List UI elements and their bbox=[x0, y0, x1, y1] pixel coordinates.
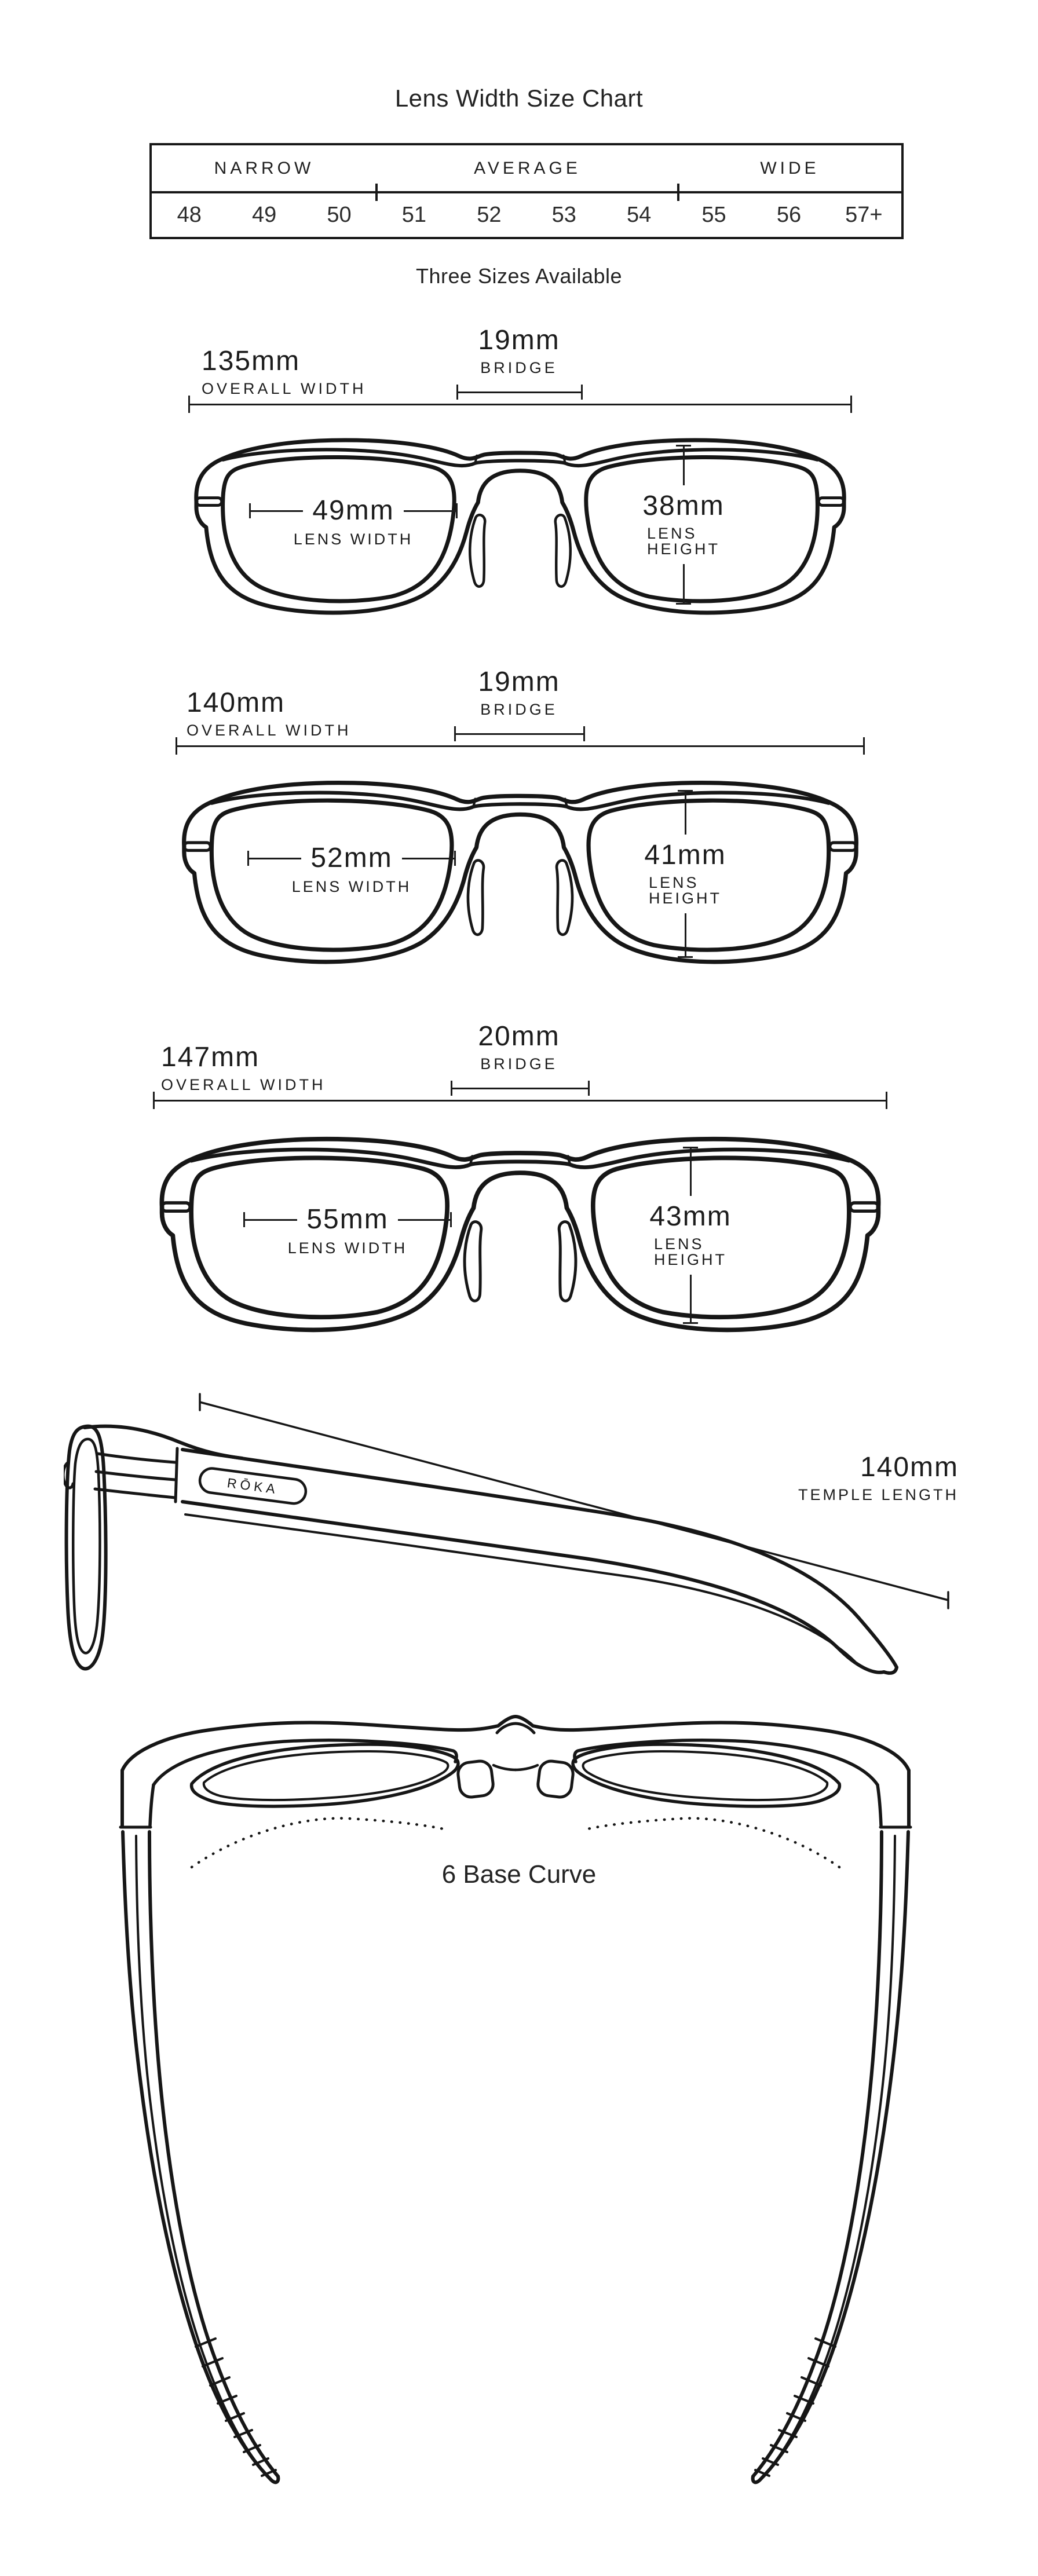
bridge-label: BRIDGE bbox=[480, 1055, 558, 1073]
bridge-label: BRIDGE bbox=[480, 359, 558, 376]
size-value: 48 bbox=[177, 203, 202, 227]
bridge-measure-line bbox=[454, 726, 585, 741]
side-lens-outline bbox=[64, 1424, 108, 1671]
frame-diagram-small: 19mm BRIDGE 135mm OVERALL WIDTH 49mm LEN… bbox=[0, 306, 1038, 642]
frame-diagram-medium: 19mm BRIDGE 140mm OVERALL WIDTH 52mm LEN… bbox=[0, 647, 1038, 983]
lens-height-measurement: 41mm LENS HEIGHT bbox=[644, 790, 725, 958]
bridge-measurement: 19mm BRIDGE bbox=[0, 327, 1038, 376]
lens-height-label: LENS HEIGHT bbox=[647, 525, 721, 558]
chart-boundary-tick bbox=[677, 184, 679, 201]
temple-length-label: TEMPLE LENGTH bbox=[798, 1486, 959, 1503]
page-subtitle: Three Sizes Available bbox=[415, 264, 623, 288]
glasses-top-view bbox=[98, 1697, 933, 2531]
overall-width-measurement: 147mm OVERALL WIDTH bbox=[161, 1044, 326, 1093]
bridge-measurement: 20mm BRIDGE bbox=[0, 1023, 1038, 1072]
overall-width-value: 135mm bbox=[202, 346, 301, 376]
lens-width-measurement: 49mm LENS WIDTH bbox=[249, 497, 458, 547]
overall-width-measure-line bbox=[153, 1092, 887, 1109]
lens-width-label: LENS WIDTH bbox=[291, 878, 412, 895]
size-value: 57+ bbox=[845, 203, 883, 227]
overall-width-measurement: 135mm OVERALL WIDTH bbox=[202, 347, 367, 397]
size-value: 52 bbox=[477, 203, 502, 227]
size-value: 56 bbox=[776, 203, 802, 227]
temple-length-measure-line bbox=[199, 1393, 949, 1609]
lens-width-size-chart: NARROW AVERAGE WIDE 48 49 50 51 52 53 54… bbox=[149, 143, 904, 239]
side-nose-pad bbox=[64, 1461, 75, 1490]
overall-width-label: OVERALL WIDTH bbox=[187, 722, 352, 739]
bridge-measure-line bbox=[456, 385, 583, 400]
bridge-measurement: 19mm BRIDGE bbox=[0, 668, 1038, 718]
bridge-value: 19mm bbox=[478, 667, 560, 697]
lens-height-label: LENS HEIGHT bbox=[649, 874, 722, 907]
lens-height-label: LENS HEIGHT bbox=[654, 1235, 728, 1268]
overall-width-label: OVERALL WIDTH bbox=[161, 1076, 326, 1093]
size-value: 54 bbox=[627, 203, 652, 227]
lens-width-measurement: 52mm LENS WIDTH bbox=[247, 844, 456, 895]
lens-width-value: 55mm bbox=[306, 1204, 389, 1235]
size-value: 55 bbox=[701, 203, 726, 227]
brand-logo: RŌKA bbox=[226, 1475, 280, 1496]
overall-width-value: 147mm bbox=[161, 1042, 260, 1073]
lens-height-value: 43mm bbox=[649, 1201, 732, 1232]
bridge-value: 20mm bbox=[478, 1021, 560, 1052]
glasses-side-view: RŌKA bbox=[64, 1393, 949, 1675]
lens-height-value: 41mm bbox=[644, 840, 726, 870]
size-value: 53 bbox=[551, 203, 576, 227]
lens-height-measurement: 38mm LENS HEIGHT bbox=[642, 445, 723, 605]
side-temple-bottom bbox=[181, 1500, 886, 1674]
lens-height-value: 38mm bbox=[642, 491, 725, 521]
size-value: 49 bbox=[251, 203, 277, 227]
size-chart-categories: NARROW AVERAGE WIDE bbox=[152, 145, 901, 191]
overall-width-measure-line bbox=[188, 396, 852, 413]
lens-height-measurement: 43mm LENS HEIGHT bbox=[649, 1147, 730, 1324]
lens-width-label: LENS WIDTH bbox=[293, 530, 414, 548]
overall-width-measure-line bbox=[176, 737, 865, 755]
size-value: 50 bbox=[327, 203, 352, 227]
category-narrow: NARROW bbox=[214, 158, 315, 178]
temple-brand-slot: RŌKA bbox=[198, 1467, 308, 1505]
lens-width-value: 52mm bbox=[310, 843, 393, 873]
category-wide: WIDE bbox=[760, 158, 820, 178]
lens-width-label: LENS WIDTH bbox=[287, 1239, 408, 1257]
temple-length-value: 140mm bbox=[860, 1452, 959, 1483]
chart-boundary-tick bbox=[375, 184, 378, 201]
overall-width-label: OVERALL WIDTH bbox=[202, 380, 367, 397]
page-title: Lens Width Size Chart bbox=[394, 85, 644, 112]
bridge-label: BRIDGE bbox=[480, 701, 558, 718]
chart-divider bbox=[152, 191, 901, 193]
side-hinge-seam bbox=[174, 1447, 179, 1503]
lens-width-value: 49mm bbox=[312, 495, 394, 526]
category-average: AVERAGE bbox=[474, 158, 581, 178]
base-curve-label: 6 Base Curve bbox=[441, 1860, 597, 1889]
size-chart-values: 48 49 50 51 52 53 54 55 56 57+ bbox=[152, 193, 901, 237]
bridge-value: 19mm bbox=[478, 325, 560, 356]
size-value: 51 bbox=[401, 203, 427, 227]
overall-width-value: 140mm bbox=[187, 687, 286, 718]
lens-width-measurement: 55mm LENS WIDTH bbox=[243, 1206, 452, 1256]
overall-width-measurement: 140mm OVERALL WIDTH bbox=[187, 689, 352, 738]
bridge-measure-line bbox=[451, 1081, 590, 1096]
frame-diagram-large: 20mm BRIDGE 147mm OVERALL WIDTH 55mm LEN… bbox=[0, 1002, 1038, 1338]
